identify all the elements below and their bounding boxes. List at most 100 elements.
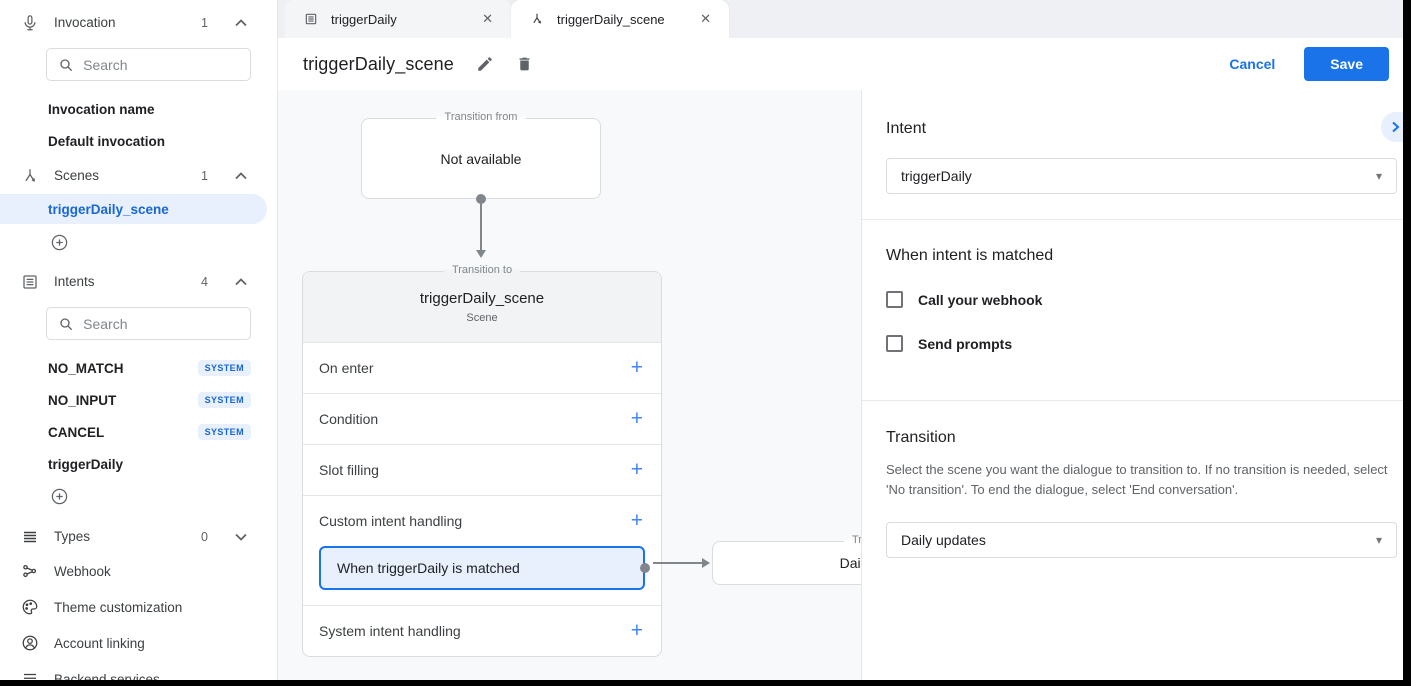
intent-item-cancel[interactable]: CANCEL SYSTEM (0, 416, 277, 448)
close-tab-icon[interactable]: ✕ (700, 11, 711, 26)
transition-select-value: Daily updates (901, 532, 986, 549)
intent-list-icon (20, 272, 40, 292)
section-label: Types (54, 529, 91, 544)
add-intent-button[interactable] (0, 480, 277, 512)
connector-arrowhead-icon (476, 250, 486, 258)
add-on-enter-button[interactable]: + (630, 356, 643, 379)
section-label: Scenes (54, 168, 100, 183)
tab-triggerdaily-scene[interactable]: triggerDaily_scene ✕ (511, 0, 729, 38)
section-count: 1 (201, 168, 208, 183)
sidebar-item-invocation-name[interactable]: Invocation name (48, 101, 155, 117)
divider (862, 219, 1403, 220)
scene-node-title: triggerDaily_scene (419, 290, 545, 307)
sidebar-section-invocation[interactable]: Invocation 1 (0, 6, 277, 39)
sidebar-section-types[interactable]: Types 0 (0, 520, 277, 553)
connector-arrowhead-icon (702, 558, 710, 568)
scene-fork-icon (20, 166, 40, 186)
scene-node-header: triggerDaily_scene Scene (303, 272, 661, 342)
scene-row-on-enter: On enter + (303, 342, 661, 393)
transition-target-card[interactable]: Transition to Daily updates (712, 534, 861, 585)
send-prompts-checkbox-row[interactable]: Send prompts (886, 335, 1403, 352)
scene-row-system-intent-handling: System intent handling + (303, 605, 661, 656)
not-available-text: Not available (440, 150, 522, 167)
invocation-search-input[interactable] (83, 56, 240, 73)
matched-intent-chip[interactable]: When triggerDaily is matched (319, 546, 650, 590)
intent-select-value: triggerDaily (901, 168, 972, 184)
collapse-panel-button[interactable] (1381, 112, 1403, 142)
scene-node-card: Transition to triggerDaily_scene Scene O… (302, 264, 662, 657)
sidebar-item-triggerdaily-scene[interactable]: triggerDaily_scene (0, 194, 267, 224)
add-system-intent-button[interactable]: + (630, 619, 643, 642)
sidebar-section-scenes[interactable]: Scenes 1 (0, 159, 277, 192)
intent-detail-panel: Intent triggerDaily ▾ When intent is mat… (861, 90, 1403, 680)
edit-pencil-icon[interactable] (476, 55, 494, 73)
add-custom-intent-button[interactable]: + (630, 509, 643, 532)
intent-item-no-input[interactable]: NO_INPUT SYSTEM (0, 384, 277, 416)
card-legend: Transition from (436, 111, 526, 123)
chevron-down-icon[interactable] (231, 527, 251, 547)
sidebar: Invocation 1 Invocation name Default inv… (0, 0, 278, 680)
intents-search[interactable] (46, 307, 251, 340)
divider (862, 400, 1403, 401)
sidebar-item-account-linking[interactable]: Account linking (0, 625, 277, 661)
microphone-icon (20, 13, 40, 33)
when-matched-heading: When intent is matched (886, 247, 1054, 264)
add-slot-filling-button[interactable]: + (630, 458, 643, 481)
invocation-search[interactable] (46, 48, 251, 81)
delete-trash-icon[interactable] (516, 55, 533, 73)
transition-heading: Transition (886, 429, 956, 446)
add-scene-button[interactable] (0, 226, 277, 258)
sidebar-section-intents[interactable]: Intents 4 (0, 265, 277, 298)
backend-services-icon (20, 669, 40, 680)
sidebar-item-backend-services[interactable]: Backend services (0, 661, 277, 680)
chevron-up-icon[interactable] (231, 166, 251, 186)
section-label: Invocation (54, 15, 116, 30)
card-legend: Transition to (843, 534, 861, 546)
intent-item-no-match[interactable]: NO_MATCH SYSTEM (0, 352, 277, 384)
add-condition-button[interactable]: + (630, 407, 643, 430)
intent-heading: Intent (886, 120, 927, 137)
close-tab-icon[interactable]: ✕ (482, 11, 493, 26)
chevron-up-icon[interactable] (231, 272, 251, 292)
section-count: 1 (201, 15, 208, 30)
intents-search-input[interactable] (83, 315, 240, 332)
scene-header: triggerDaily_scene Cancel Save (278, 38, 1403, 90)
intent-list-icon (301, 9, 321, 29)
types-lines-icon (20, 527, 40, 547)
sidebar-item-default-invocation[interactable]: Default invocation (48, 133, 166, 149)
connector-line (653, 562, 703, 564)
page-title: triggerDaily_scene (303, 53, 454, 74)
sidebar-item-theme-customization[interactable]: Theme customization (0, 589, 277, 625)
transition-select[interactable]: Daily updates ▾ (886, 522, 1397, 559)
scene-canvas[interactable]: Transition from Not available Transition… (278, 90, 861, 680)
tab-triggerdaily[interactable]: triggerDaily ✕ (285, 0, 511, 38)
connector-dot (640, 563, 650, 573)
chevron-up-icon[interactable] (231, 13, 251, 33)
scene-row-condition: Condition + (303, 393, 661, 444)
cancel-button[interactable]: Cancel (1217, 48, 1287, 80)
content-row: Transition from Not available Transition… (278, 90, 1403, 680)
palette-icon (20, 597, 40, 617)
sidebar-item-webhook[interactable]: Webhook (0, 553, 277, 589)
transition-from-card: Transition from Not available (361, 111, 601, 199)
system-badge: SYSTEM (197, 392, 251, 408)
target-scene-name: Daily updates (839, 555, 861, 571)
dropdown-caret-icon: ▾ (1375, 533, 1382, 548)
transition-description: Select the scene you want the dialogue t… (886, 462, 1388, 498)
search-icon (57, 55, 74, 75)
system-badge: SYSTEM (197, 424, 251, 440)
search-icon (57, 314, 74, 334)
webhook-icon (20, 561, 40, 581)
section-count: 0 (201, 529, 208, 544)
save-button[interactable]: Save (1304, 47, 1389, 81)
intent-select[interactable]: triggerDaily ▾ (886, 158, 1397, 194)
call-webhook-checkbox-row[interactable]: Call your webhook (886, 291, 1403, 308)
scene-row-slot-filling: Slot filling + (303, 444, 661, 495)
checkbox-unchecked[interactable] (886, 335, 903, 352)
scene-fork-icon (527, 9, 547, 29)
checkbox-unchecked[interactable] (886, 291, 903, 308)
intent-item-triggerdaily[interactable]: triggerDaily (48, 456, 124, 472)
dropdown-caret-icon: ▾ (1375, 169, 1382, 183)
tab-strip: triggerDaily ✕ triggerDaily_scene ✕ (278, 0, 1403, 38)
